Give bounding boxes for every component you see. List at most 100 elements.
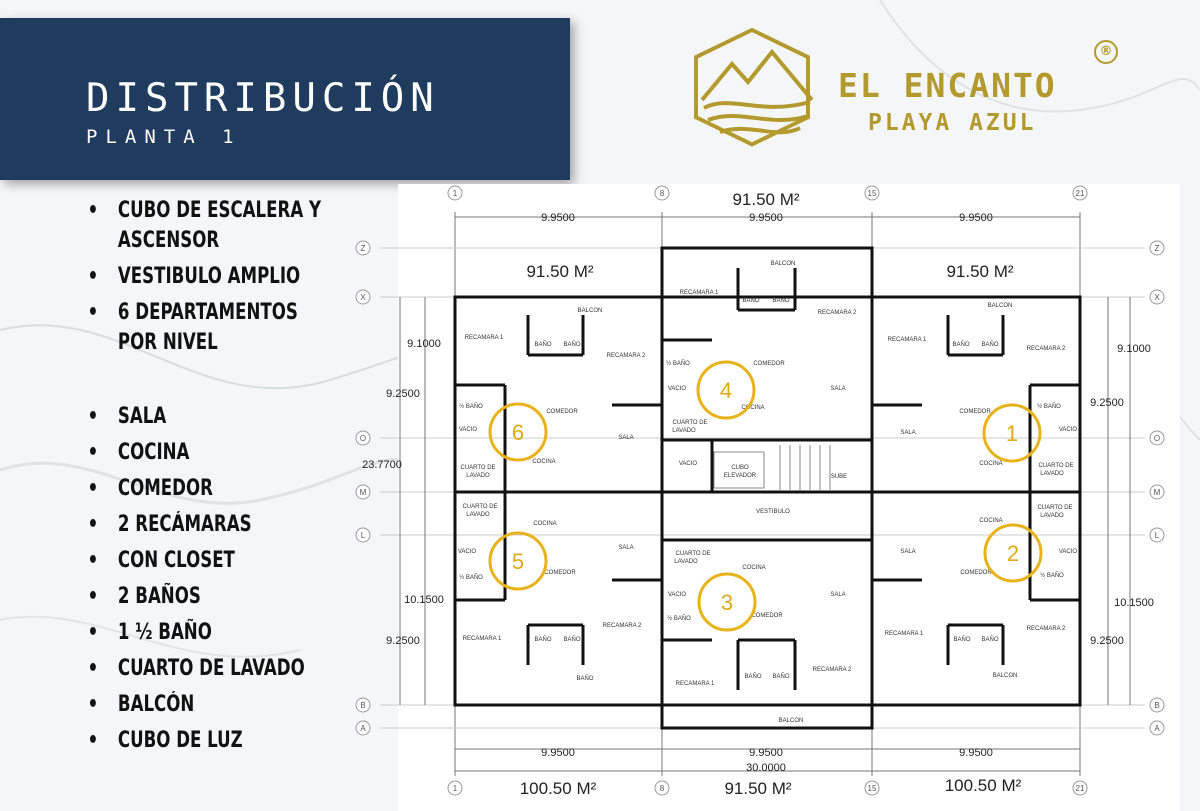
area-top-right: 91.50 M² bbox=[946, 262, 1013, 281]
svg-text:½ BAÑO: ½ BAÑO bbox=[459, 403, 483, 410]
unit-marker-2 bbox=[983, 523, 1043, 583]
svg-text:SALA: SALA bbox=[900, 430, 915, 436]
svg-text:COMEDOR: COMEDOR bbox=[751, 613, 783, 619]
brand-logo-icon bbox=[694, 28, 814, 147]
svg-text:3: 3 bbox=[721, 590, 733, 615]
svg-text:21: 21 bbox=[1076, 784, 1085, 793]
svg-text:BAÑO: BAÑO bbox=[742, 297, 759, 304]
svg-text:½ BAÑO: ½ BAÑO bbox=[1037, 403, 1061, 410]
svg-text:COCINA: COCINA bbox=[742, 565, 765, 571]
feature-list: •CUBO DE ESCALERA Y ASCENSOR •VESTIBULO … bbox=[86, 193, 366, 759]
svg-text:ELEVADOR: ELEVADOR bbox=[724, 473, 757, 479]
svg-text:VACIO: VACIO bbox=[668, 386, 687, 392]
list-item: •CUARTO DE LAVADO bbox=[87, 656, 305, 681]
svg-text:VACIO: VACIO bbox=[679, 461, 698, 467]
svg-text:30.0000: 30.0000 bbox=[746, 762, 786, 774]
svg-text:SALA: SALA bbox=[618, 545, 633, 551]
svg-text:5: 5 bbox=[512, 549, 524, 574]
svg-text:COCINA: COCINA bbox=[741, 405, 764, 411]
svg-text:BAÑO: BAÑO bbox=[952, 341, 969, 348]
svg-text:RECAMARA 2: RECAMARA 2 bbox=[1027, 626, 1066, 632]
svg-text:10.1500: 10.1500 bbox=[404, 594, 444, 606]
svg-text:X: X bbox=[1154, 293, 1160, 302]
list-item: ASCENSOR bbox=[117, 228, 220, 253]
title-banner: DISTRIBUCIÓN PLANTA 1 bbox=[0, 18, 570, 180]
svg-text:O: O bbox=[1154, 434, 1160, 443]
svg-text:BAÑO: BAÑO bbox=[534, 341, 551, 348]
svg-text:RECAMARA 2: RECAMARA 2 bbox=[603, 623, 642, 629]
svg-text:BAÑO: BAÑO bbox=[563, 341, 580, 348]
svg-text:RECAMARA 1: RECAMARA 1 bbox=[463, 636, 502, 642]
svg-text:B: B bbox=[360, 701, 365, 710]
svg-text:BALCON: BALCON bbox=[779, 718, 804, 724]
svg-text:BAÑO: BAÑO bbox=[772, 673, 789, 680]
svg-text:BAÑO: BAÑO bbox=[981, 341, 998, 348]
svg-text:RECAMARA 1: RECAMARA 1 bbox=[680, 290, 719, 296]
dimension-values: 9.9500 9.9500 9.9500 9.9500 9.9500 9.950… bbox=[362, 212, 1154, 774]
list-item: •SALA bbox=[87, 404, 167, 429]
svg-text:A: A bbox=[360, 724, 366, 733]
svg-text:9.2500: 9.2500 bbox=[386, 635, 420, 647]
unit-marker-3 bbox=[697, 572, 757, 632]
svg-text:LAVADO: LAVADO bbox=[466, 473, 490, 479]
unit-marker-6 bbox=[488, 402, 548, 462]
svg-text:A: A bbox=[1154, 724, 1160, 733]
svg-text:4: 4 bbox=[720, 378, 732, 403]
svg-text:RECAMARA 1: RECAMARA 1 bbox=[676, 681, 715, 687]
svg-text:VACIO: VACIO bbox=[458, 549, 477, 555]
svg-text:RECAMARA 2: RECAMARA 2 bbox=[818, 310, 857, 316]
svg-text:BAÑO: BAÑO bbox=[563, 636, 580, 643]
svg-text:CUARTO DE: CUARTO DE bbox=[1038, 463, 1073, 469]
svg-text:COMEDOR: COMEDOR bbox=[960, 570, 992, 576]
svg-text:½ BAÑO: ½ BAÑO bbox=[1040, 572, 1064, 579]
unit-marker-5 bbox=[488, 531, 548, 591]
svg-text:LAVADO: LAVADO bbox=[1040, 513, 1064, 519]
svg-text:CUBO: CUBO bbox=[731, 465, 749, 471]
svg-text:M: M bbox=[360, 488, 367, 497]
svg-text:6: 6 bbox=[512, 420, 524, 445]
svg-text:BAÑO: BAÑO bbox=[576, 675, 593, 682]
svg-text:Z: Z bbox=[361, 244, 366, 253]
svg-text:BAÑO: BAÑO bbox=[534, 636, 551, 643]
svg-text:CUARTO DE: CUARTO DE bbox=[672, 420, 707, 426]
svg-text:SALA: SALA bbox=[900, 549, 915, 555]
room-labels: BALCON RECAMARA 1 BAÑO BAÑO RECAMARA 2 CO… bbox=[458, 261, 1078, 724]
walls bbox=[453, 246, 1082, 730]
svg-text:COCINA: COCINA bbox=[533, 521, 556, 527]
svg-text:8: 8 bbox=[660, 784, 665, 793]
unit-numbers: 1 2 3 4 5 6 bbox=[512, 378, 1019, 615]
svg-text:COCINA: COCINA bbox=[979, 518, 1002, 524]
page-subtitle: PLANTA 1 bbox=[86, 126, 242, 148]
svg-text:SALA: SALA bbox=[830, 386, 845, 392]
svg-text:15: 15 bbox=[868, 189, 877, 198]
svg-text:2: 2 bbox=[1007, 541, 1019, 566]
svg-text:SUBE: SUBE bbox=[831, 474, 847, 480]
svg-text:8: 8 bbox=[660, 189, 665, 198]
svg-text:VACIO: VACIO bbox=[668, 592, 687, 598]
svg-text:9.2500: 9.2500 bbox=[1090, 397, 1124, 409]
svg-text:COMEDOR: COMEDOR bbox=[959, 409, 991, 415]
svg-text:LAVADO: LAVADO bbox=[466, 512, 490, 518]
svg-text:SALA: SALA bbox=[830, 592, 845, 598]
svg-text:B: B bbox=[1154, 701, 1159, 710]
svg-text:O: O bbox=[360, 434, 366, 443]
stairs bbox=[713, 445, 831, 490]
svg-text:9.2500: 9.2500 bbox=[386, 388, 420, 400]
svg-text:VACIO: VACIO bbox=[1059, 549, 1078, 555]
svg-text:Z: Z bbox=[1155, 244, 1160, 253]
svg-text:RECAMARA 1: RECAMARA 1 bbox=[888, 337, 927, 343]
svg-text:9.9500: 9.9500 bbox=[749, 212, 783, 224]
list-item: •CUBO DE ESCALERA Y bbox=[87, 198, 322, 223]
svg-text:1: 1 bbox=[1006, 421, 1018, 446]
svg-text:9.9500: 9.9500 bbox=[959, 747, 993, 759]
svg-text:9.9500: 9.9500 bbox=[959, 212, 993, 224]
svg-text:VACIO: VACIO bbox=[459, 427, 478, 433]
svg-text:COMEDOR: COMEDOR bbox=[546, 409, 578, 415]
svg-text:BALCON: BALCON bbox=[988, 303, 1013, 309]
svg-text:CUARTO DE: CUARTO DE bbox=[1037, 505, 1072, 511]
svg-text:9.1000: 9.1000 bbox=[1117, 343, 1151, 355]
area-bottom-left: 100.50 M² bbox=[520, 779, 597, 798]
svg-text:X: X bbox=[360, 293, 366, 302]
